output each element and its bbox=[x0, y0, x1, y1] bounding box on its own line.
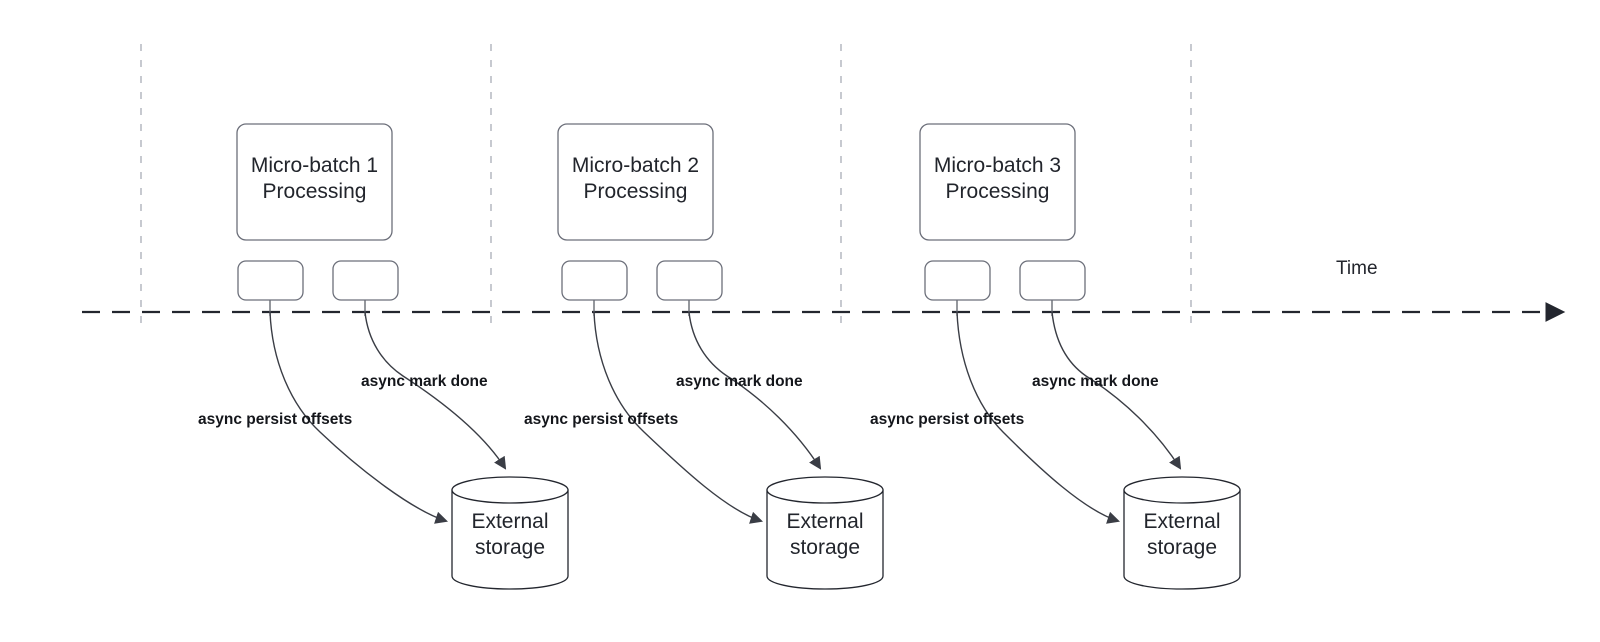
edge-persist-offsets-1 bbox=[269, 311, 448, 524]
external-storage-2-label-line1: External bbox=[786, 510, 863, 533]
task-box-1b[interactable] bbox=[332, 260, 399, 301]
external-storage-2-body bbox=[766, 489, 884, 590]
external-storage-1-top bbox=[451, 476, 569, 504]
edge-label-persist-offsets-3: async persist offsets bbox=[870, 411, 1024, 428]
time-axis-label: Time bbox=[1336, 258, 1378, 279]
edge-mark-done-2 bbox=[688, 311, 822, 470]
group-1: Micro-batch 1 Processing External storag… bbox=[198, 123, 569, 590]
edge-label-mark-done-1: async mark done bbox=[361, 373, 488, 390]
micro-batch-2-label-line2: Processing bbox=[584, 180, 688, 203]
time-axis: Time bbox=[82, 258, 1566, 322]
external-storage-2-label-line2: storage bbox=[790, 536, 860, 559]
micro-batch-1-label-line1: Micro-batch 1 bbox=[251, 154, 378, 177]
edge-persist-offsets-3 bbox=[956, 311, 1120, 524]
external-storage-1-label-line1: External bbox=[471, 510, 548, 533]
micro-batch-3-box[interactable] bbox=[919, 123, 1076, 241]
external-storage-3-top bbox=[1123, 476, 1241, 504]
micro-batch-2-box[interactable] bbox=[557, 123, 714, 241]
external-storage-3[interactable]: External storage bbox=[1123, 476, 1241, 590]
task-box-2b[interactable] bbox=[656, 260, 723, 301]
edge-label-mark-done-2: async mark done bbox=[676, 373, 803, 390]
edge-label-mark-done-3: async mark done bbox=[1032, 373, 1159, 390]
micro-batch-3-label-line1: Micro-batch 3 bbox=[934, 154, 1061, 177]
external-storage-1-body bbox=[451, 489, 569, 590]
edge-persist-offsets-2 bbox=[593, 311, 763, 524]
micro-batch-1-label-line2: Processing bbox=[263, 180, 367, 203]
micro-batch-3-label-line2: Processing bbox=[946, 180, 1050, 203]
group-2: Micro-batch 2 Processing External storag… bbox=[524, 123, 884, 590]
external-storage-3-body bbox=[1123, 489, 1241, 590]
external-storage-3-label-line2: storage bbox=[1147, 536, 1217, 559]
edge-label-persist-offsets-1: async persist offsets bbox=[198, 411, 352, 428]
edge-mark-done-3 bbox=[1051, 311, 1182, 470]
task-box-1a[interactable] bbox=[237, 260, 304, 301]
task-box-2a[interactable] bbox=[561, 260, 628, 301]
external-storage-1-label-line2: storage bbox=[475, 536, 545, 559]
task-box-3a[interactable] bbox=[924, 260, 991, 301]
group-3: Micro-batch 3 Processing External storag… bbox=[870, 123, 1241, 590]
micro-batch-2-label-line1: Micro-batch 2 bbox=[572, 154, 699, 177]
edge-mark-done-1 bbox=[364, 311, 507, 470]
external-storage-1[interactable]: External storage bbox=[451, 476, 569, 590]
external-storage-3-label-line1: External bbox=[1143, 510, 1220, 533]
task-box-3b[interactable] bbox=[1019, 260, 1086, 301]
external-storage-2[interactable]: External storage bbox=[766, 476, 884, 590]
edge-label-persist-offsets-2: async persist offsets bbox=[524, 411, 678, 428]
external-storage-2-top bbox=[766, 476, 884, 504]
micro-batch-1-box[interactable] bbox=[236, 123, 393, 241]
